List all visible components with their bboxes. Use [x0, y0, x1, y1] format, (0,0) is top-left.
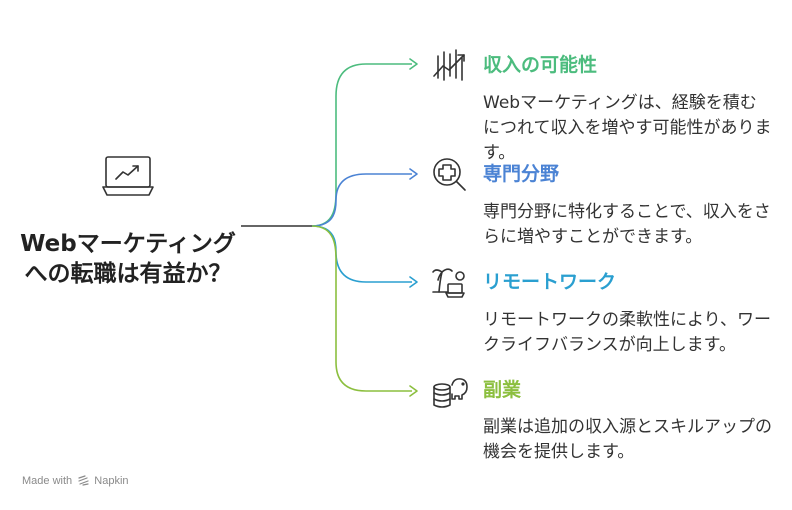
- footer-brand: Napkin: [94, 475, 129, 487]
- branch-title-sidejob: 副業: [483, 379, 522, 401]
- hub-title: Webマーケティングへの転職は有益か？: [20, 231, 236, 287]
- branch-text-income: Webマーケティングは、経験を積むにつれて収入を増やす可能性があります。: [483, 93, 772, 163]
- branch-title-remote: リモートワーク: [483, 271, 617, 293]
- growth-chart-icon: [430, 46, 470, 86]
- branch-text-specialty: 専門分野に特化することで、収入をさらに増やすことができます。: [483, 202, 771, 247]
- branch-text-remote: リモートワークの柔軟性により、ワークライフバランスが向上します。: [483, 310, 771, 355]
- footer-prefix: Made with: [22, 475, 73, 487]
- footer-credit: Made with Napkin: [22, 475, 129, 489]
- magnifier-plus-icon: [430, 154, 470, 194]
- branch-title-income: 収入の可能性: [483, 54, 598, 76]
- branch-text-sidejob: 副業は追加の収入源とスキルアップの機会を提供します。: [483, 417, 772, 462]
- branch-title-specialty: 専門分野: [483, 163, 560, 185]
- laptop-chart-icon: [101, 155, 155, 201]
- beach-laptop-icon: [430, 262, 470, 302]
- napkin-logo-icon: [78, 475, 89, 489]
- piggy-bank-coins-icon: [430, 371, 470, 411]
